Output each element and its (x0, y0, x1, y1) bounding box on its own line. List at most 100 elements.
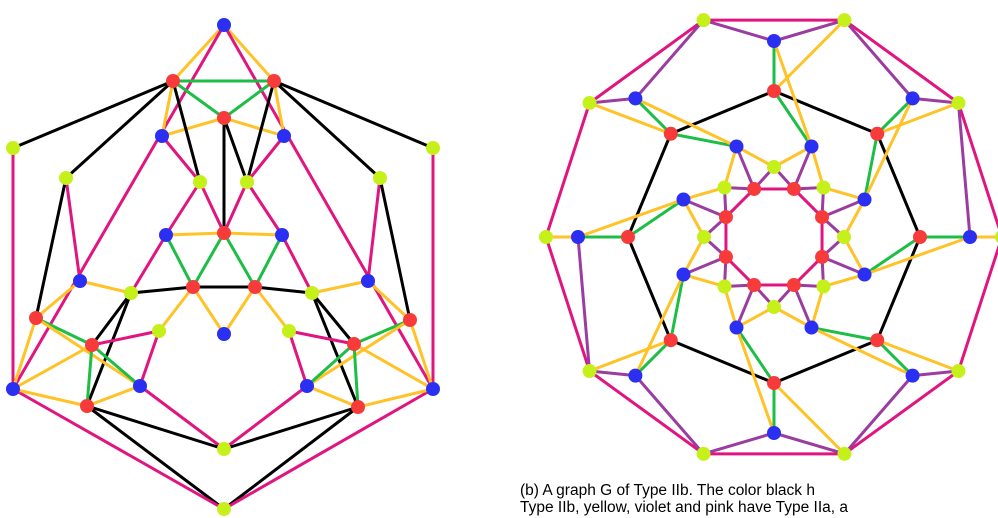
edge-violet (842, 374, 915, 456)
edge-yellow (305, 384, 360, 409)
edge-green (875, 338, 915, 378)
vertex-blue (159, 228, 173, 242)
vertex-blue (73, 274, 87, 288)
edge-yellow (222, 23, 276, 83)
edge-pink (129, 233, 168, 295)
edge-violet (820, 197, 867, 219)
vertex-lime (717, 279, 732, 294)
edge-pink (588, 18, 706, 105)
edge-violet (633, 374, 706, 456)
edge-black (85, 291, 133, 408)
edge-yellow (164, 231, 226, 237)
edge-violet (772, 431, 846, 456)
vertex-lime (816, 180, 831, 195)
edge-pink (164, 180, 202, 237)
edge-pink (245, 180, 284, 237)
edge-black (772, 89, 879, 136)
edge-yellow (810, 326, 915, 378)
vertex-red (85, 338, 99, 352)
edge-yellow (366, 279, 412, 322)
edge-yellow (723, 144, 738, 190)
edge-black (310, 291, 356, 346)
edge-yellow (772, 39, 814, 148)
vertex-blue (361, 274, 375, 288)
edge-green (90, 343, 142, 388)
edge-black (90, 291, 133, 347)
edge-yellow (157, 285, 195, 333)
edge-yellow (772, 381, 846, 456)
edge-yellow (160, 116, 226, 138)
edge-yellow (863, 96, 915, 201)
edge-pink (842, 369, 960, 456)
edge-yellow (842, 197, 867, 239)
edge-yellow (633, 273, 685, 378)
edge-yellow (772, 305, 814, 330)
edge-violet (792, 283, 814, 330)
edge-yellow (588, 338, 673, 373)
edge-black (378, 176, 412, 322)
edge-black (129, 285, 195, 295)
edge-green (875, 96, 915, 136)
edge-pink (287, 329, 309, 388)
edge-yellow (352, 342, 435, 391)
vertex-lime (217, 442, 231, 456)
edge-green (305, 342, 356, 388)
edge-pink (366, 176, 382, 283)
vertex-red (347, 337, 361, 351)
edge-yellow (875, 338, 960, 373)
edge-pink (544, 235, 592, 373)
edge-violet (911, 369, 960, 378)
edge-yellow (191, 285, 226, 336)
edge-yellow (310, 279, 370, 295)
caption-line-1: (b) A graph G of Type IIb. The color bla… (520, 482, 815, 499)
edge-pink (11, 23, 226, 391)
edge-violet (681, 197, 728, 219)
vertex-red (815, 210, 830, 225)
vertex-lime (951, 364, 966, 379)
edge-yellow (222, 116, 286, 138)
vertex-red (913, 230, 927, 244)
figure-caption: (b) A graph G of Type IIb. The color bla… (520, 482, 998, 518)
edge-yellow (723, 284, 738, 330)
edge-yellow (734, 305, 776, 330)
vertex-lime (697, 230, 711, 244)
vertex-lime (767, 300, 781, 314)
edge-black (772, 338, 879, 385)
edge-violet (681, 255, 728, 277)
edge-yellow (681, 186, 727, 201)
edge-violet (820, 255, 867, 277)
caption-line-2: Type IIb, yellow, violet and pink have T… (520, 499, 848, 516)
vertex-blue (217, 18, 231, 32)
edge-green (633, 338, 673, 378)
edge-green (85, 343, 94, 408)
edge-pink (11, 387, 226, 511)
edge-pink (842, 18, 960, 105)
vertex-blue (676, 192, 691, 207)
vertex-lime (816, 279, 831, 294)
edge-yellow (356, 387, 435, 409)
vertex-blue (857, 192, 872, 207)
vertex-lime (951, 95, 966, 110)
edge-violet (576, 235, 592, 373)
edge-yellow (681, 197, 706, 239)
edge-pink (245, 134, 286, 184)
vertex-lime (582, 95, 597, 110)
edge-violet (772, 18, 846, 43)
edge-yellow (576, 197, 685, 239)
edge-yellow (734, 144, 776, 169)
edge-yellow (78, 279, 133, 295)
vertex-lime (696, 446, 711, 461)
edge-black (171, 79, 202, 184)
vertex-lime (995, 231, 998, 243)
vertex-lime (152, 324, 166, 338)
edge-yellow (222, 285, 257, 336)
edge-green (734, 326, 776, 385)
edge-black (253, 285, 314, 295)
edge-violet (911, 96, 960, 105)
vertex-lime (837, 230, 851, 244)
graph-b-type-iib (539, 13, 998, 461)
edge-black (64, 79, 175, 180)
vertex-red (663, 333, 678, 348)
vertex-blue (277, 129, 291, 143)
edge-black (875, 132, 922, 239)
